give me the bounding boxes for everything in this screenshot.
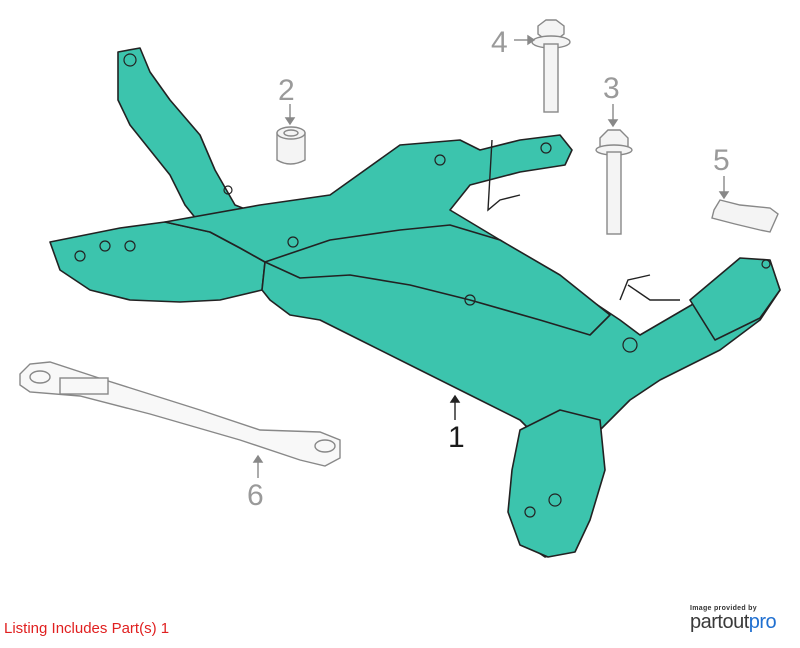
brand-logo: partoutpro — [690, 611, 777, 634]
subframe-holes — [74, 53, 771, 518]
bracket-part-5 — [711, 176, 779, 233]
bushing-part-2 — [276, 104, 306, 165]
brand-logo-part1: partout — [690, 611, 749, 633]
bolt-part-4 — [514, 19, 571, 113]
bolt-part-3 — [595, 104, 633, 235]
listing-includes-text: Listing Includes Part(s) 1 — [4, 620, 170, 637]
subframe-part-1 — [49, 47, 781, 558]
callout-label-5: 5 — [713, 144, 730, 177]
image-credit-text: Image provided by — [690, 605, 757, 612]
callout-label-3: 3 — [603, 72, 620, 105]
callout-label-4: 4 — [491, 26, 508, 59]
callout-label-2: 2 — [278, 74, 295, 107]
wire-clips — [487, 139, 680, 301]
callout-label-1: 1 — [448, 421, 465, 454]
callout-arrow-1 — [449, 394, 461, 420]
callout-label-6: 6 — [247, 479, 264, 512]
brace-part-6 — [19, 361, 341, 478]
brand-logo-part2: pro — [748, 611, 777, 633]
